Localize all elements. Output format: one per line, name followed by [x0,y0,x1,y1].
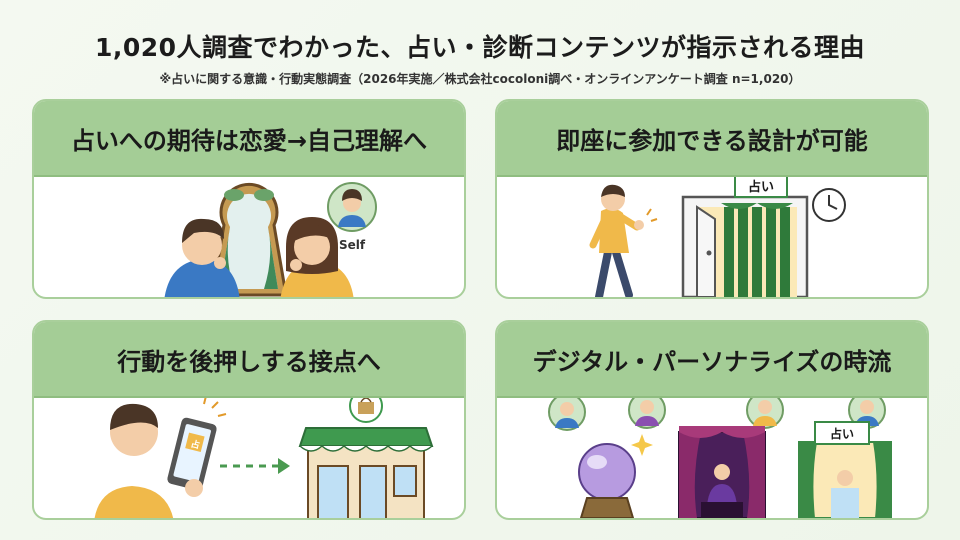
card-title: 即座に参加できる設計が可能 [497,101,927,177]
page-subtitle: ※占いに関する意識・行動実態調査（2026年実施／株式会社cocoloni調べ・… [159,72,801,86]
card-illustration: 占 [34,398,464,518]
crystal-ball-icon [578,434,653,518]
card-title: 占いへの期待は恋愛→自己理解へ [34,101,464,177]
clock-icon [812,188,846,222]
booth-door [681,177,809,297]
person-with-phone [94,398,227,518]
avatar-man-icon [548,398,586,431]
keyhole-icon [210,182,288,297]
avatar-woman-icon [628,398,666,429]
card-self-understanding: 占いへの期待は恋愛→自己理解へ [32,99,466,299]
card-action-touchpoint: 行動を後押しする接点へ 占 [32,320,466,520]
card-instant-participation: 即座に参加できる設計が可能 [495,99,929,299]
booth-sign-label: 占い [830,426,854,441]
page-title: 1,020人調査でわかった、占い・診断コンテンツが指示される理由 [94,33,866,62]
woman-figure [280,217,354,297]
card-illustration: Self [34,177,464,297]
self-avatar-badge [327,182,377,232]
fortune-booth-icon [798,421,892,518]
card-title: デジタル・パーソナライズの時流 [497,322,927,398]
fortune-stage-icon [678,426,766,518]
avatar-man-icon [746,398,784,429]
card-illustration: 占い [497,177,927,297]
shop-icon [298,398,434,518]
self-label: Self [339,238,366,252]
phone-glyph: 占 [190,438,202,452]
walking-man-figure [589,184,658,297]
booth-sign-label: 占い [748,179,774,195]
card-digital-personalize: デジタル・パーソナライズの時流 [495,320,929,520]
arrow-icon [220,458,290,474]
man-figure [164,218,240,297]
card-illustration: 占い [497,398,927,518]
card-title: 行動を後押しする接点へ [34,322,464,398]
avatar-woman-icon [848,398,886,429]
